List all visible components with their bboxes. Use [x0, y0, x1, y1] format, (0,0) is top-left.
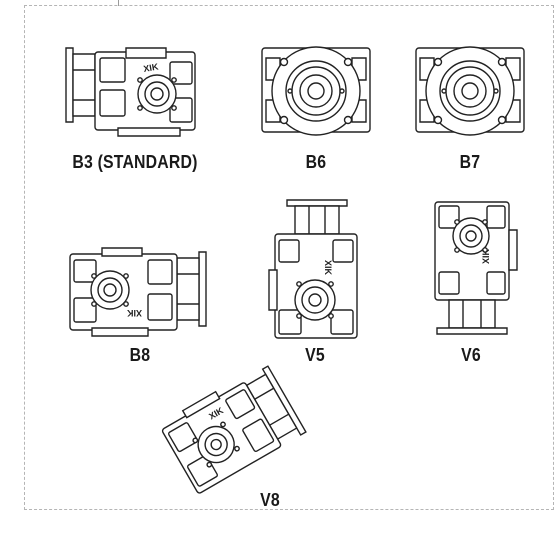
- position-b3: XIK B3 (STANDARD): [60, 40, 210, 172]
- gearbox-v5-vertical-view-icon: XIK: [265, 200, 365, 342]
- label-v5: V5: [305, 345, 325, 365]
- gearbox-b6-flange-front-icon: [258, 40, 374, 150]
- housing-marking-v5: XIK: [323, 260, 333, 276]
- position-v6: XIK V6: [425, 200, 525, 365]
- housing-marking-b3: XIK: [143, 61, 160, 74]
- position-b8: XIK B8: [62, 242, 212, 365]
- position-v8: XIK V8: [160, 382, 310, 510]
- gearbox-v8-tilted-view-icon: XIK: [160, 382, 310, 492]
- position-b6: B6: [258, 40, 374, 172]
- gearbox-b3-side-view-icon: XIK: [60, 40, 210, 150]
- housing-marking-b8: XIK: [126, 308, 142, 318]
- label-v6: V6: [461, 345, 481, 365]
- label-v8: V8: [260, 490, 280, 510]
- label-b7: B7: [459, 152, 481, 172]
- label-b3: B3 (STANDARD): [72, 152, 198, 172]
- gearbox-b8-side-view-icon: XIK: [62, 242, 212, 342]
- frame-tick-mark: [118, 0, 119, 6]
- position-b7: B7: [412, 40, 528, 172]
- gearbox-b7-flange-front-icon: [412, 40, 528, 150]
- gearbox-v6-vertical-view-icon: XIK: [425, 200, 525, 342]
- housing-marking-v6: XIK: [481, 248, 491, 264]
- label-b6: B6: [305, 152, 327, 172]
- mounting-positions-frame: [24, 5, 554, 510]
- label-b8: B8: [129, 345, 151, 365]
- position-v5: XIK V5: [265, 200, 365, 365]
